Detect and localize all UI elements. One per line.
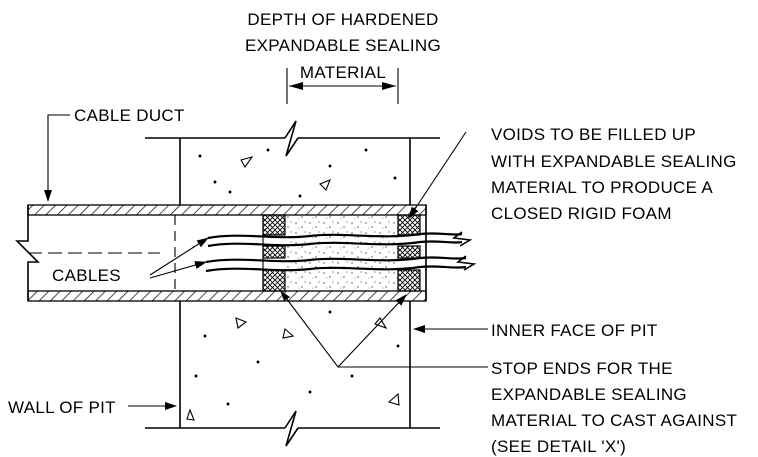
labels: DEPTH OF HARDENED EXPANDABLE SEALING MAT… (8, 10, 737, 456)
voids-label-line4: CLOSED RIGID FOAM (491, 204, 672, 223)
stop-ends-label-line2: EXPANDABLE SEALING (491, 385, 687, 404)
depth-label-line2: EXPANDABLE SEALING (245, 36, 441, 55)
cables (205, 231, 477, 273)
depth-label-line1: DEPTH OF HARDENED (247, 10, 438, 29)
pit-wall (145, 120, 440, 447)
cable-duct-label: CABLE DUCT (74, 106, 185, 125)
cables-label: CABLES (52, 266, 121, 285)
stop-ends (262, 214, 421, 292)
depth-dimension (286, 68, 399, 104)
inner-face-label: INNER FACE OF PIT (491, 321, 658, 340)
voids-label-line3: MATERIAL TO PRODUCE A (491, 178, 713, 197)
voids-label-line1: VOIDS TO BE FILLED UP (491, 125, 696, 144)
leader-lines (44, 114, 488, 410)
stop-ends-label-line4: (SEE DETAIL 'X') (491, 437, 626, 456)
depth-label-line3: MATERIAL (300, 63, 386, 82)
stop-ends-label-line3: MATERIAL TO CAST AGAINST (491, 411, 737, 430)
concrete-aggregate (186, 148, 400, 421)
cable-duct (15, 204, 427, 302)
sealing-material (262, 215, 398, 291)
wall-of-pit-label: WALL OF PIT (8, 398, 116, 417)
stop-ends-label-line1: STOP ENDS FOR THE (491, 359, 673, 378)
voids-label-line2: WITH EXPANDABLE SEALING (491, 152, 737, 171)
